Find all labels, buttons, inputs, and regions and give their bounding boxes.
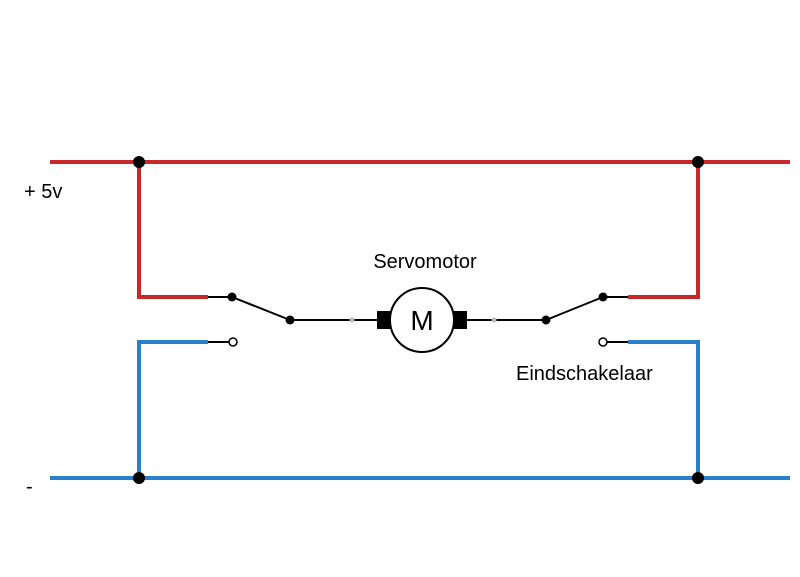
right-switch [541,292,608,347]
right-switch-blade [545,296,604,321]
positive-rail-label: + 5v [24,181,62,203]
lead-terminal [491,317,497,323]
motor-title: Servomotor [373,251,477,273]
motor-symbol: M [410,305,433,336]
motor-left-brush [377,311,390,329]
junction-dot [133,472,145,484]
junction-dot [692,472,704,484]
lead-terminal [349,317,355,323]
lead-terminals [349,317,497,323]
left-switch-pivot [285,315,295,325]
right-switch-top-contact [598,292,608,302]
positive-wiring [50,160,790,299]
left-switch-top-contact [227,292,237,302]
junctions [133,156,704,484]
motor-body [389,287,455,353]
switch-label: Eindschakelaar [516,363,653,385]
left-positive-branch [137,162,208,299]
negative-wiring [50,340,790,480]
left-switch [227,292,295,347]
right-switch-pivot [541,315,551,325]
right-positive-branch [628,162,700,299]
left-negative-branch [137,340,208,478]
switch-and-motor-wiring [208,296,628,343]
motor: M [377,287,467,353]
motor-right-brush [454,311,467,329]
right-negative-branch [628,340,700,478]
left-switch-bottom-contact [228,337,238,347]
left-switch-blade [231,296,291,321]
junction-dot [133,156,145,168]
negative-rail-label: - [26,476,33,498]
junction-dot [692,156,704,168]
right-switch-bottom-contact [598,337,608,347]
